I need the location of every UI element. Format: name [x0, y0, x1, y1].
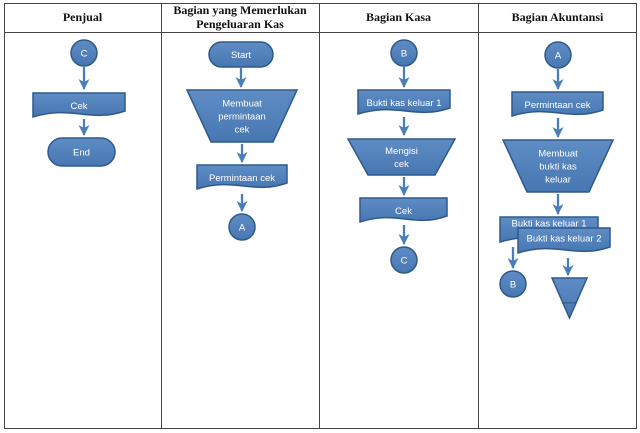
node-label: Permintaan cek	[209, 173, 275, 184]
edges-layer	[78, 67, 574, 276]
node-kasa-connector-b: B	[390, 39, 418, 67]
node-label: Cek	[71, 101, 88, 112]
node-akuntansi-doc-permintaan-cek: Permintaan cek	[511, 91, 604, 118]
lane-header-label: Bagian yang Memerlukan Pengeluaran Kas	[173, 3, 307, 31]
lane-header-bagian-akuntansi: Bagian Akuntansi	[479, 4, 636, 31]
node-label: C	[401, 256, 408, 267]
node-label: A	[239, 223, 246, 234]
lane-header-label: Bagian Akuntansi	[511, 9, 604, 24]
node-kasa-doc-bukti-kas-keluar-1: Bukti kas keluar 1	[357, 89, 451, 116]
node-label: Cek	[395, 206, 412, 217]
lane-header-bagian-memerlukan: Bagian yang Memerlukan Pengeluaran Kas	[162, 3, 318, 31]
node-label: C	[81, 49, 88, 60]
node-label: End	[73, 148, 90, 159]
lane-divider-3	[478, 3, 479, 429]
lane-header-bagian-kasa: Bagian Kasa	[320, 4, 477, 31]
lane-divider-1	[161, 3, 162, 429]
lane-header-label: Bagian Kasa	[365, 9, 431, 24]
node-akuntansi-connector-a: A	[544, 41, 572, 69]
node-label: B	[401, 49, 407, 60]
node-label: B	[510, 280, 516, 291]
node-memerlukan-doc-permintaan-cek: Permintaan cek	[196, 164, 288, 191]
table-outer-border	[4, 3, 637, 429]
lane-divider-2	[319, 3, 320, 429]
node-kasa-doc-cek: Cek	[359, 197, 448, 224]
node-label: Bukti kas keluar 2	[527, 234, 602, 245]
node-label: A	[555, 51, 562, 62]
node-label: Start	[231, 50, 251, 61]
node-memerlukan-start: Start	[208, 41, 274, 68]
node-penjual-end: End	[47, 137, 116, 167]
node-label: Bukti kas keluar 1	[367, 98, 442, 109]
lane-header-penjual: Penjual	[5, 4, 160, 31]
node-akuntansi-connector-b: B	[499, 270, 527, 298]
node-label: Permintaan cek	[524, 100, 590, 111]
node-label: Bukti kas keluar 1	[512, 219, 587, 230]
node-memerlukan-connector-a: A	[228, 213, 256, 241]
node-penjual-connector-c: C	[70, 39, 98, 67]
node-akuntansi-archive	[550, 277, 589, 320]
header-divider-line	[4, 32, 637, 33]
node-kasa-connector-c: C	[390, 246, 418, 274]
node-penjual-doc-cek: Cek	[32, 92, 126, 119]
lane-header-label: Penjual	[62, 9, 103, 24]
node-akuntansi-doc-bukti-kas-keluar-2: Bukti kas keluar 2	[517, 227, 611, 255]
